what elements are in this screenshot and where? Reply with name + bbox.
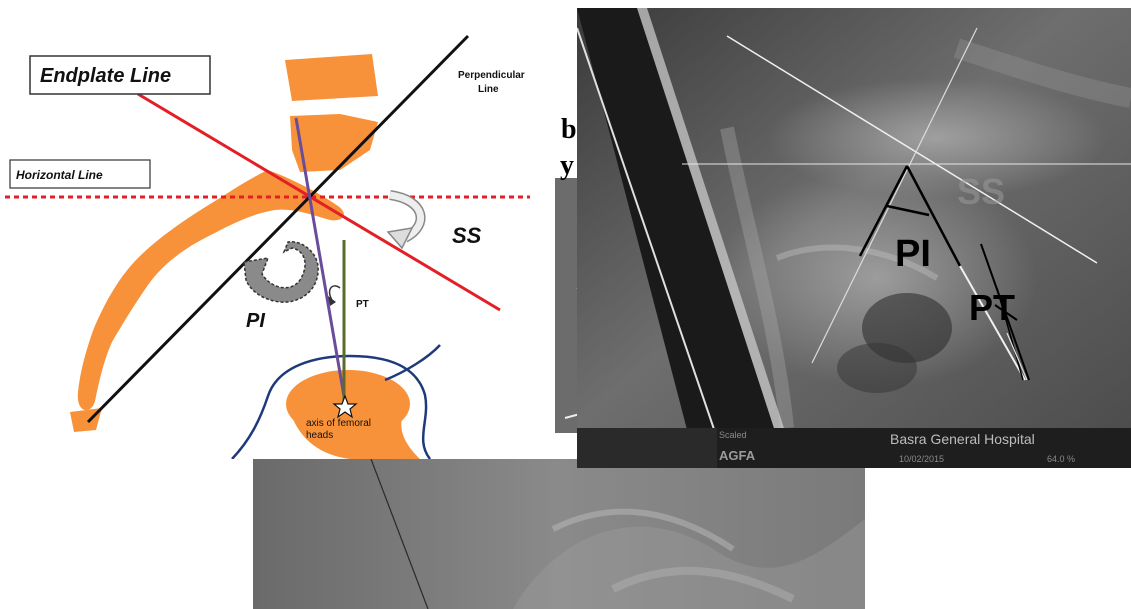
pelvic-parameters-diagram: Endplate Line Horizontal Line Perpendicu… — [0, 0, 555, 459]
horizontal-line-label: Horizontal Line — [16, 168, 103, 182]
xray-brand-label: AGFA — [719, 448, 756, 463]
bottom-xray-image — [253, 459, 865, 609]
pi-label: PI — [246, 310, 265, 332]
xray-hospital-label: Basra General Hospital — [890, 431, 1035, 447]
xray-pi-label: PI — [895, 233, 931, 275]
upper-vertebra — [285, 54, 378, 101]
xray-scaled-label: Scaled — [719, 430, 747, 440]
overlap-text-y: y — [560, 150, 574, 182]
xray-date-label: 10/02/2015 — [899, 454, 944, 464]
xray-ss-label: SS — [957, 171, 1005, 212]
ss-label: SS — [452, 223, 482, 248]
pt-label: PT — [356, 299, 369, 310]
lateral-pelvis-xray: SS PI PT Basra General Hospital Scaled A… — [577, 8, 1131, 468]
overlap-text-b: b — [561, 114, 577, 146]
endplate-line-label: Endplate Line — [40, 65, 171, 87]
xray-pt-label: PT — [969, 287, 1015, 328]
xray-zoom-label: 64.0 % — [1047, 454, 1075, 464]
